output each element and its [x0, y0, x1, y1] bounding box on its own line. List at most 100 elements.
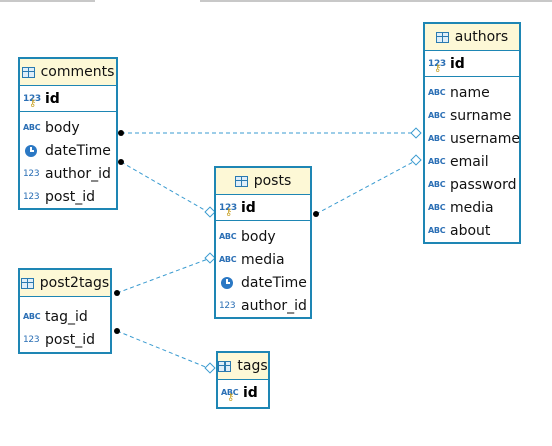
column-name: author_id	[45, 165, 111, 182]
column-row[interactable]: 123 author_id	[216, 294, 310, 317]
link-end-dot	[114, 290, 120, 296]
column-row[interactable]: ABC email	[425, 150, 519, 173]
column-row[interactable]: ABC name	[425, 81, 519, 104]
primary-key-row[interactable]: ABC⚷ id	[218, 380, 268, 405]
entity-authors[interactable]: authors 123⚷ id ABC name ABC surname ABC…	[423, 22, 521, 244]
text-type-icon: ABC	[428, 110, 446, 120]
link-end-dot	[313, 211, 319, 217]
entity-title: post2tags	[39, 275, 110, 291]
entity-title: authors	[454, 29, 509, 45]
clock-icon	[221, 276, 233, 289]
top-border-right	[200, 0, 552, 2]
text-type-icon: ABC	[428, 133, 446, 143]
table-icon	[21, 66, 35, 78]
column-name: username	[450, 130, 520, 147]
text-type-icon: ABC	[428, 156, 446, 166]
column-row[interactable]: ABC media	[425, 196, 519, 219]
link-end-diamond	[410, 127, 422, 139]
column-row[interactable]: 123 post_id	[20, 328, 110, 351]
column-name: post_id	[45, 331, 96, 348]
column-name: id	[243, 384, 258, 401]
key-icon: ABC⚷	[221, 387, 239, 403]
column-name: tag_id	[45, 308, 88, 325]
link-posts-author-authors[interactable]	[315, 160, 416, 215]
column-row[interactable]: ABC body	[20, 116, 116, 139]
column-row[interactable]: ABC tag_id	[20, 305, 110, 328]
table-icon	[435, 31, 449, 43]
column-row[interactable]: ABC surname	[425, 104, 519, 127]
link-post2tags-posts[interactable]	[116, 258, 209, 294]
column-name: media	[450, 199, 494, 216]
column-name: surname	[450, 107, 512, 124]
table-icon	[218, 360, 232, 372]
column-name: id	[450, 55, 465, 72]
column-name: dateTime	[45, 142, 111, 159]
text-type-icon: ABC	[428, 225, 446, 235]
key-icon: 123⚷	[23, 93, 41, 109]
text-type-icon: ABC	[428, 179, 446, 189]
link-post2tags-tags[interactable]	[116, 330, 209, 369]
entity-header[interactable]: authors	[425, 24, 519, 51]
entity-post2tags[interactable]: post2tags ABC tag_id 123 post_id	[18, 268, 112, 354]
entity-header[interactable]: comments	[20, 59, 116, 86]
clock-icon	[25, 144, 37, 157]
column-row[interactable]: 123 author_id	[20, 162, 116, 185]
column-row[interactable]: ABC password	[425, 173, 519, 196]
text-type-icon: ABC	[428, 202, 446, 212]
number-type-icon: 123	[23, 168, 40, 179]
entity-title: posts	[253, 173, 292, 189]
primary-key-row[interactable]: 123⚷ id	[425, 51, 519, 77]
top-border	[0, 0, 552, 2]
column-name: email	[450, 153, 489, 170]
column-name: dateTime	[241, 274, 307, 291]
link-end-diamond	[204, 362, 216, 374]
entity-header[interactable]: posts	[216, 168, 310, 195]
column-row[interactable]: ABC about	[425, 219, 519, 242]
column-name: id	[241, 199, 256, 216]
key-icon: 123⚷	[219, 202, 237, 218]
column-name: about	[450, 222, 491, 239]
column-row[interactable]: ABC body	[216, 225, 310, 248]
number-type-icon: 123	[219, 300, 236, 311]
column-name: author_id	[241, 297, 307, 314]
entity-posts[interactable]: posts 123⚷ id ABC body ABC media dateTim…	[214, 166, 312, 319]
column-row[interactable]: ABC media	[216, 248, 310, 271]
key-icon: 123⚷	[428, 58, 446, 74]
entity-header[interactable]: post2tags	[20, 270, 110, 297]
column-row[interactable]: ABC username	[425, 127, 520, 150]
link-end-dot	[118, 130, 124, 136]
column-row[interactable]: 123 post_id	[20, 185, 116, 208]
entity-title: tags	[237, 358, 268, 374]
primary-key-row[interactable]: 123⚷ id	[216, 195, 310, 221]
link-end-diamond	[204, 206, 216, 218]
column-name: body	[45, 119, 80, 136]
link-end-dot	[118, 159, 124, 165]
number-type-icon: 123	[23, 191, 40, 202]
text-type-icon: ABC	[23, 311, 41, 321]
link-end-diamond	[204, 252, 216, 264]
primary-key-row[interactable]: 123⚷ id	[20, 86, 116, 112]
column-row[interactable]: dateTime	[216, 271, 310, 294]
text-type-icon: ABC	[219, 231, 237, 241]
column-name: media	[241, 251, 285, 268]
text-type-icon: ABC	[23, 122, 41, 132]
column-row[interactable]: dateTime	[20, 139, 116, 162]
column-name: body	[241, 228, 276, 245]
text-type-icon: ABC	[428, 87, 446, 97]
link-end-diamond	[410, 154, 422, 166]
entity-tags[interactable]: tags ABC⚷ id	[216, 351, 270, 409]
table-icon	[20, 277, 34, 289]
top-border-left	[0, 0, 95, 2]
column-name: id	[45, 90, 60, 107]
entity-header[interactable]: tags	[218, 353, 268, 380]
column-name: post_id	[45, 188, 96, 205]
column-name: password	[450, 176, 517, 193]
link-comments-author-posts[interactable]	[120, 161, 209, 213]
link-end-dot	[114, 328, 120, 334]
text-type-icon: ABC	[219, 254, 237, 264]
column-name: name	[450, 84, 490, 101]
entity-comments[interactable]: comments 123⚷ id ABC body dateTime 123 a…	[18, 57, 118, 210]
table-icon	[234, 175, 248, 187]
entity-title: comments	[40, 64, 115, 80]
number-type-icon: 123	[23, 334, 40, 345]
